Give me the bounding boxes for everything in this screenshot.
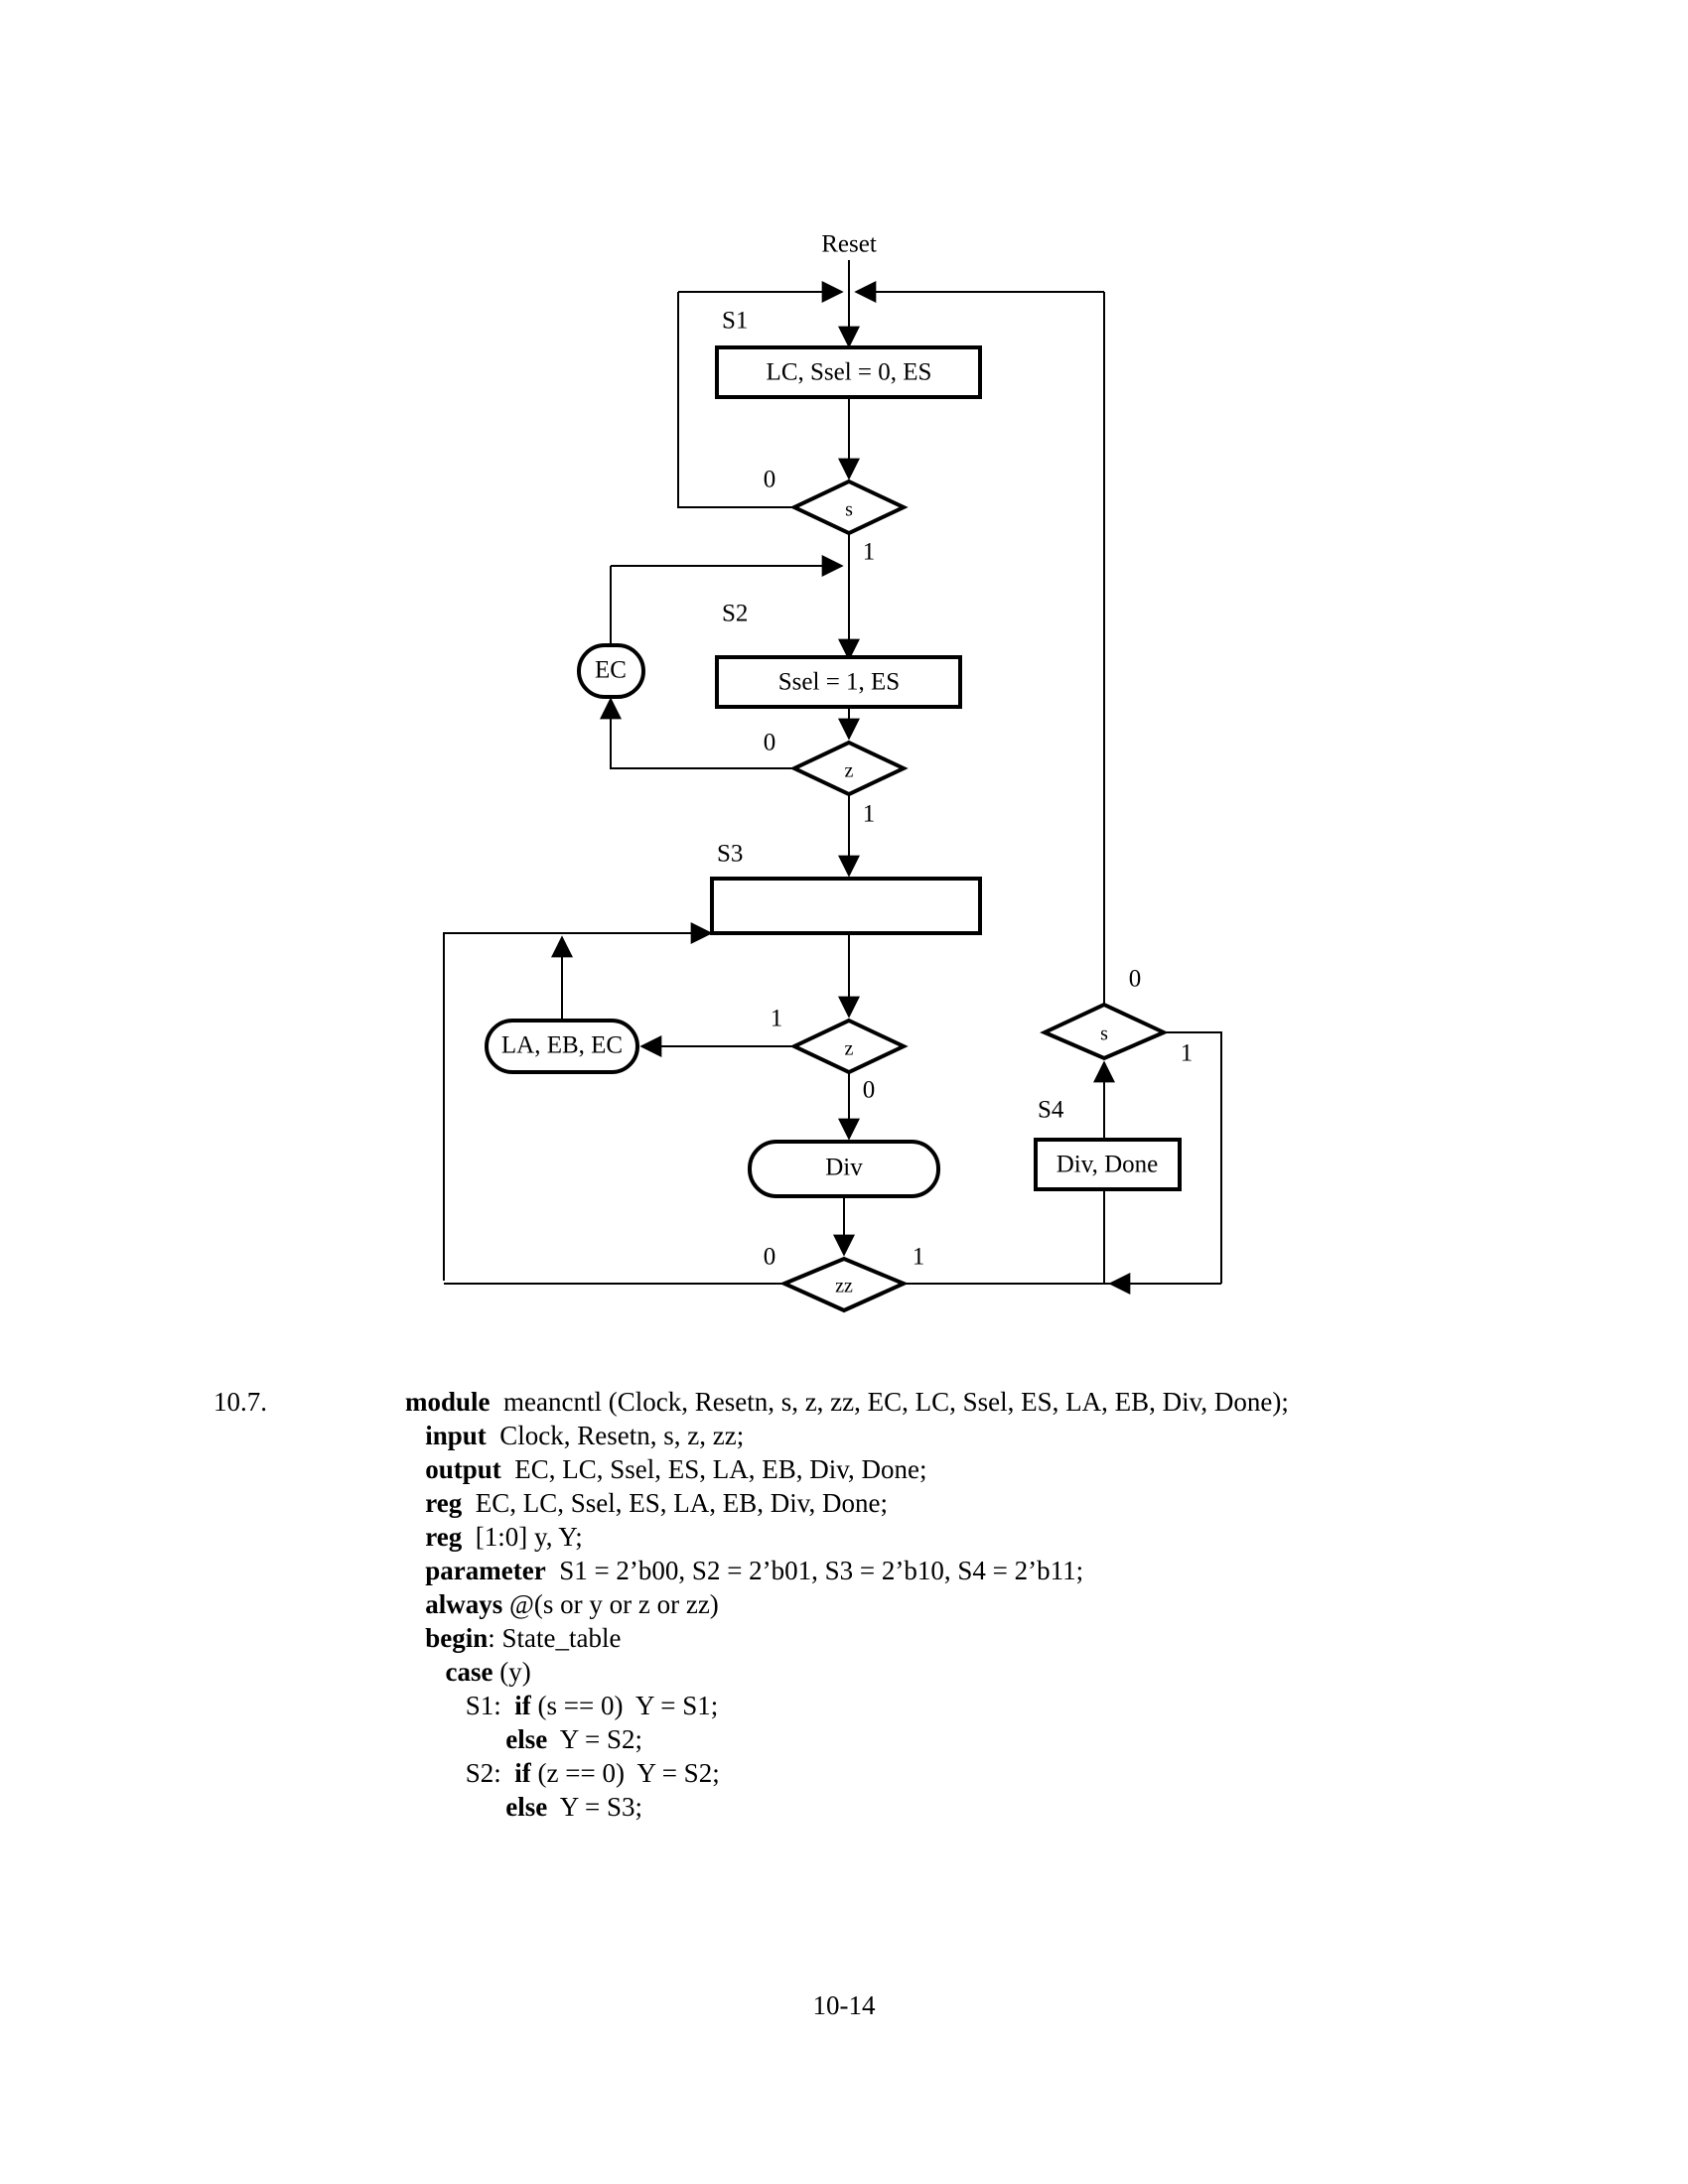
edge-label-s-one: 1 [863, 539, 876, 566]
code-line: begin: State_table [425, 1623, 622, 1653]
code-line: parameter S1 = 2’b00, S2 = 2’b01, S3 = 2… [425, 1556, 1084, 1585]
code-line: case (y) [445, 1657, 531, 1687]
code-keyword: input [425, 1421, 487, 1450]
problem-number: 10.7. [213, 1387, 267, 1417]
code-lines: module meancntl (Clock, Resetn, s, z, zz… [405, 1385, 1289, 1824]
code-line: reg [1:0] y, Y; [425, 1522, 583, 1552]
edge-label-zz-one: 1 [913, 1244, 925, 1271]
code-line: else Y = S2; [505, 1724, 642, 1754]
state-box-s4-text: Div, Done [1056, 1152, 1159, 1178]
decision-s-second-text: s [1100, 1024, 1108, 1045]
edge-label-zz-zero: 0 [764, 1244, 776, 1271]
reset-label: Reset [821, 231, 877, 258]
s2-one-self-loop [1164, 1031, 1222, 1284]
code-line: else Y = S3; [505, 1792, 642, 1822]
decision-s-first-text: s [845, 499, 853, 521]
s-zero-loopback-path [677, 292, 794, 508]
code-keyword: parameter [425, 1556, 546, 1585]
state-label-s3: S3 [717, 841, 743, 868]
edge-label-z1-zero: 0 [764, 730, 776, 756]
decision-z-second-text: z [845, 1038, 854, 1060]
decision-z-first-text: z [845, 760, 854, 782]
edge-label-z2-zero: 0 [863, 1077, 876, 1104]
code-keyword: begin [425, 1623, 489, 1653]
cond-output-ec [577, 643, 645, 699]
code-keyword: output [425, 1454, 501, 1484]
state-label-s4: S4 [1038, 1097, 1064, 1124]
edge-label-s2-one: 1 [1181, 1040, 1194, 1067]
code-keyword: reg [425, 1522, 463, 1552]
cond-output-div-text: Div [825, 1155, 863, 1181]
zz-zero-feedback-path [443, 932, 702, 1281]
code-line: always @(s or y or z or zz) [425, 1589, 719, 1619]
code-line: output EC, LC, Ssel, ES, LA, EB, Div, Do… [425, 1454, 927, 1484]
state-label-s2: S2 [722, 601, 748, 627]
cond-output-la-eb-ec-text: LA, EB, EC [501, 1032, 623, 1059]
code-keyword: case [445, 1657, 493, 1687]
edge-label-z2-one: 1 [771, 1006, 783, 1032]
asm-flowchart: Reset S1 LC, Ssel = 0, ES s 0 1 EC S2 Ss… [443, 231, 1222, 1313]
decision-zz-text: zz [835, 1276, 853, 1297]
decision-zz [778, 1256, 910, 1313]
code-line: reg EC, LC, Ssel, ES, LA, EB, Div, Done; [425, 1488, 888, 1518]
state-box-s2 [715, 655, 962, 709]
state-label-s1: S1 [722, 308, 748, 335]
state-box-s3 [710, 877, 982, 935]
edge-label-z1-one: 1 [863, 801, 876, 828]
code-line: input Clock, Resetn, s, z, zz; [425, 1421, 745, 1450]
edge-label-s2-zero: 0 [1129, 966, 1142, 993]
code-keyword: if [514, 1758, 531, 1788]
state-box-s2-text: Ssel = 1, ES [778, 669, 900, 696]
decision-s-second [1040, 1002, 1169, 1061]
code-keyword: module [405, 1387, 491, 1417]
code-line: module meancntl (Clock, Resetn, s, z, zz… [405, 1387, 1289, 1417]
code-keyword: if [514, 1691, 531, 1720]
code-keyword: reg [425, 1488, 463, 1518]
code-line: S1: if (s == 0) Y = S1; [465, 1691, 719, 1720]
state-box-s1-text: LC, Ssel = 0, ES [767, 359, 932, 386]
code-keyword: always [425, 1589, 503, 1619]
code-line: S2: if (z == 0) Y = S2; [465, 1758, 720, 1788]
state-box-s1 [715, 345, 982, 399]
edge-label-s-zero: 0 [764, 467, 776, 493]
state-box-s4 [1034, 1138, 1182, 1191]
code-keyword: else [505, 1724, 548, 1754]
page-footer: 10-14 [812, 1990, 876, 2020]
cond-output-ec-text: EC [595, 657, 627, 684]
code-keyword: else [505, 1792, 548, 1822]
